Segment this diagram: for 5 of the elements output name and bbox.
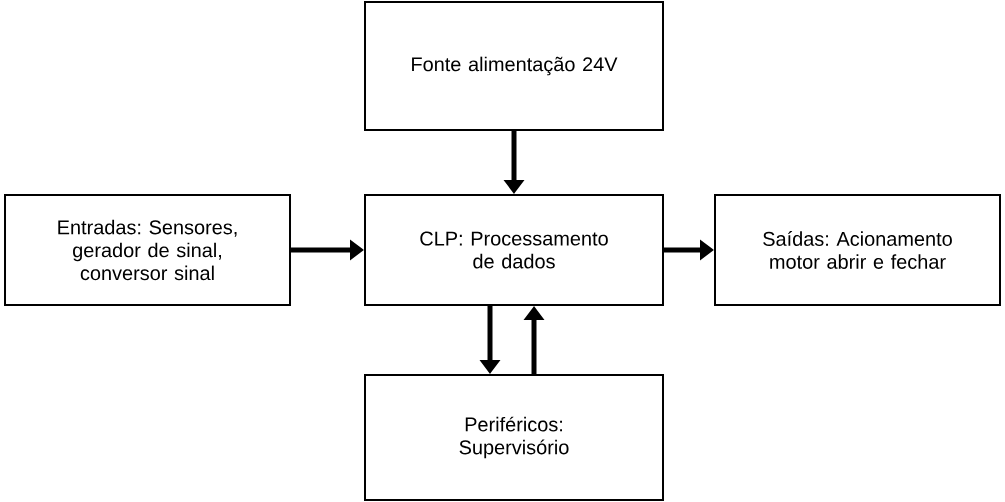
process-box: Saídas: Acionamento motor abrir e fechar [714, 194, 1001, 306]
process-box: CLP: Processamento de dados [364, 194, 664, 306]
process-box: Entradas: Sensores, gerador de sinal, conversor sinal [4, 194, 291, 306]
process-box: Fonte alimentação 24V [364, 1, 664, 131]
process-box: Periféricos: Supervisório [364, 374, 664, 501]
